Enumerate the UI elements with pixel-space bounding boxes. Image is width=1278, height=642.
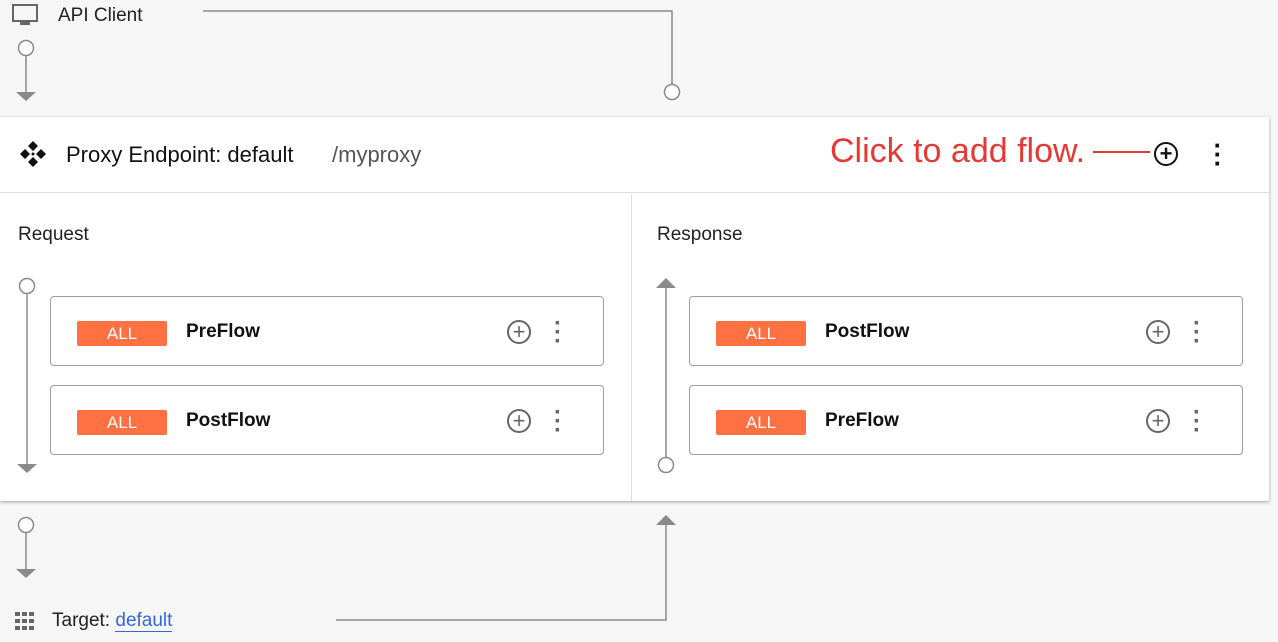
method-badge: ALL [77, 321, 167, 346]
proxy-diamond-icon [20, 141, 46, 172]
flow-item[interactable]: ALL PreFlow + ··· [689, 385, 1243, 455]
api-client-label: API Client [58, 5, 143, 26]
flow-name: PreFlow [825, 410, 899, 431]
proxy-endpoint-card: Proxy Endpoint: default /myproxy Click t… [0, 117, 1269, 501]
add-flow-button[interactable]: + [1154, 142, 1178, 166]
flow-item[interactable]: ALL PreFlow + ··· [50, 296, 604, 366]
grid-icon [15, 612, 35, 635]
flow-item[interactable]: ALL PostFlow + ··· [50, 385, 604, 455]
add-step-button[interactable]: + [1146, 409, 1170, 433]
add-flow-annotation: Click to add flow. [830, 132, 1086, 170]
flow-item[interactable]: ALL PostFlow + ··· [689, 296, 1243, 366]
method-badge: ALL [77, 410, 167, 435]
method-badge: ALL [716, 321, 806, 346]
target-row: Target: default [52, 610, 173, 632]
flow-more-button[interactable]: ··· [554, 399, 562, 444]
proxy-base-path: /myproxy [332, 142, 422, 167]
request-title: Request [18, 224, 89, 245]
method-badge: ALL [716, 410, 806, 435]
add-step-button[interactable]: + [1146, 320, 1170, 344]
response-title: Response [657, 224, 743, 245]
flow-more-button[interactable]: ··· [1193, 399, 1201, 444]
divider [631, 194, 632, 501]
flow-name: PostFlow [825, 321, 910, 342]
add-step-button[interactable]: + [507, 320, 531, 344]
more-options-button[interactable]: ··· [1213, 130, 1223, 178]
flow-more-button[interactable]: ··· [554, 310, 562, 355]
flow-name: PreFlow [186, 321, 260, 342]
flow-more-button[interactable]: ··· [1193, 310, 1201, 355]
proxy-endpoint-header: Proxy Endpoint: default /myproxy Click t… [0, 117, 1269, 193]
target-label: Target: [52, 610, 111, 631]
flow-name: PostFlow [186, 410, 271, 431]
monitor-icon [12, 4, 38, 26]
proxy-endpoint-title: Proxy Endpoint: default [66, 142, 294, 167]
target-default-link[interactable]: default [115, 610, 173, 632]
add-step-button[interactable]: + [507, 409, 531, 433]
